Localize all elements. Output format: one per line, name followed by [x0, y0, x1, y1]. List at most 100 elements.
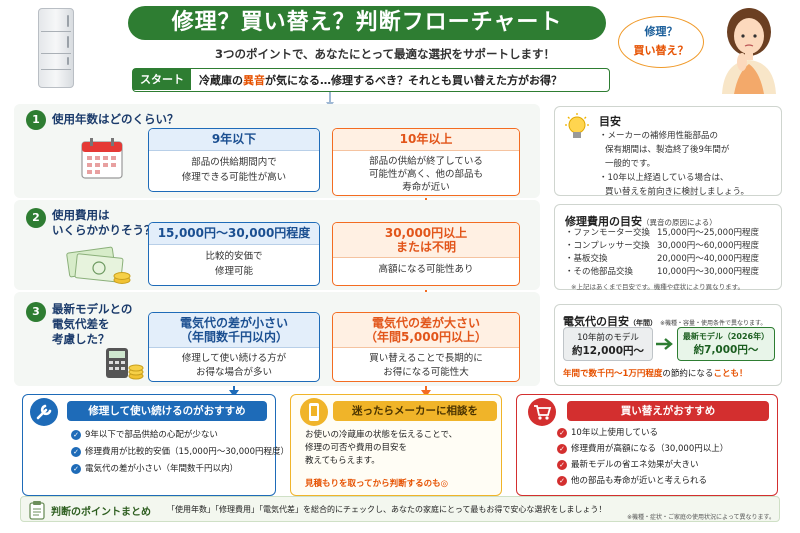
step2-left-box: 15,000円〜30,000円程度 比較的安価で修理可能: [148, 222, 320, 286]
step3-right-box: 電気代の差が大さい（年間5,000円以上） 買い替えることで長期的にお得になる可…: [332, 312, 520, 382]
step1-question: 使用年数はどのくらい？: [52, 112, 179, 126]
repair-card-item: ✓修理費用が比較的安価（15,000円〜30,000円程度）: [71, 446, 289, 459]
step3-right-body1: 買い替えることで長期的に: [369, 353, 483, 364]
electric-title-note: ※機種・容量・使用条件で異なります。: [660, 320, 767, 327]
guide-line5: 買い替えを前向きに検討しましょう。: [605, 187, 749, 197]
guide-line4: ・10年以上経過している場合は、: [599, 173, 729, 183]
repair-card-item: ✓9年以下で部品供給の心配が少ない: [71, 429, 271, 442]
summary-text: 「使用年数」「修理費用」「電気代差」を総合的にチェックし、あなたの家庭にとって最…: [167, 505, 607, 514]
consult-line1: お使いの冷蔵庫の状態を伝えることで、: [305, 430, 458, 440]
step3-right-title2: （年間5,000円以上）: [365, 330, 487, 344]
repair-card: 修理して使い続けるのがおすすめ ✓9年以下で部品供給の心配が少ない ✓修理費用が…: [22, 394, 289, 496]
start-question: 冷蔵庫の異音が気になる…修理するべき？それとも買い替えた方がお得？: [199, 72, 562, 88]
page-subtitle: 3つのポイントで、あなたにとって最適な選択をサポートします！: [214, 47, 556, 61]
bulb-icon: [565, 113, 589, 138]
electric-saving: 年間で数千円〜1万円程度の節約になることも！: [563, 367, 747, 379]
bubble-line1: 修理？: [644, 25, 678, 38]
step3-question-line1: 最新モデルとの: [52, 302, 133, 316]
replace-card-item: ✓10年以上使用している: [557, 427, 773, 440]
electric-title: 電気代の目安: [563, 315, 629, 328]
replace-card-item: ✓最新モデルの省エネ効果が大きい: [557, 459, 773, 472]
calculator-icon: [106, 348, 144, 380]
step2-question-line2: いくらかかりそう？: [52, 223, 156, 237]
start-text-emphasis: 異音: [243, 74, 265, 87]
replace-card-item: ✓修理費用が高額になる（30,000円以上）: [557, 443, 773, 456]
step3-left-title2: （年間数千円以内）: [179, 330, 288, 344]
woman-illustration: [722, 8, 776, 94]
speech-bubble: 修理？ 買い替え？: [618, 16, 704, 68]
step1-number: 1: [26, 110, 46, 130]
step3-right-body2: お得になる可能性大: [383, 367, 469, 378]
check-icon: ✓: [557, 460, 567, 470]
new-model-value: 約7,000円〜: [693, 344, 759, 356]
check-icon: ✓: [557, 444, 567, 454]
check-icon: ✓: [557, 428, 567, 438]
new-model-label: 最新モデル（2026年）: [682, 332, 770, 341]
step2-question: 使用費用はいくらかかりそう？: [52, 208, 156, 238]
phone-icon: [300, 398, 328, 426]
old-model-value: 約12,000円〜: [571, 345, 645, 357]
step3-left-body2: お得な場合が多い: [195, 367, 272, 378]
step1-left-body1: 部品の供給期間内で: [191, 157, 277, 168]
start-text-after: が気になる…修理するべき？それとも買い替えた方がお得？: [265, 74, 562, 87]
electric-saving-end: ことも！: [713, 369, 748, 379]
guide-line3: 一般的です。: [605, 159, 656, 169]
check-icon: ✓: [71, 430, 81, 440]
step2-right-title: 30,000円以上: [384, 226, 468, 240]
repair-cost-title: 修理費用の目安: [565, 215, 642, 228]
electric-panel: 電気代の目安（年間）※機種・容量・使用条件で異なります。 10年前のモデル 約1…: [554, 304, 782, 386]
repair-card-item: ✓電気代の差が小さい（年間数千円以内）: [71, 463, 271, 476]
repair-card-title: 修理して使い続けるのがおすすめ: [67, 401, 267, 421]
old-model-box: 10年前のモデル 約12,000円〜: [563, 327, 653, 361]
step2-left-title: 15,000円〜30,000円程度: [149, 223, 319, 245]
step1-right-body2: 可能性が高く、他の部品も: [368, 169, 483, 180]
step1-left-box: 9年以下 部品の供給期間内で修理できる可能性が高い: [148, 128, 320, 192]
start-bar: スタート 冷蔵庫の異音が気になる…修理するべき？それとも買い替えた方がお得？: [132, 68, 610, 92]
electric-saving-mid: の節約になる: [662, 369, 714, 379]
consult-card-title: 迷ったらメーカーに相談を: [333, 401, 497, 421]
check-icon: ✓: [71, 447, 81, 457]
step1-right-body3: 寿命が近い: [402, 182, 450, 193]
replace-card: 買い替えがおすすめ ✓10年以上使用している ✓修理費用が高額になる（30,00…: [516, 394, 778, 496]
new-model-box: 最新モデル（2026年） 約7,000円〜: [677, 327, 775, 361]
step2-right-body1: 高額になる可能性あり: [378, 264, 474, 275]
step1-left-body2: 修理できる可能性が高い: [181, 172, 287, 183]
step1-left-title: 9年以下: [149, 129, 319, 151]
replace-card-title: 買い替えがおすすめ: [567, 401, 769, 421]
consult-card-text: お使いの冷蔵庫の状態を伝えることで、 修理の可否や費用の目安を 教えてもらえます…: [305, 429, 457, 468]
repair-cost-title-note: （異音の原因による）: [642, 218, 717, 227]
consult-card: 迷ったらメーカーに相談を お使いの冷蔵庫の状態を伝えることで、 修理の可否や費用…: [290, 394, 502, 496]
step3-question-line3: 考慮した？: [52, 332, 110, 346]
guide-panel: 目安 ・メーカーの補修用性能部品の 保有期間は、製造終了後9年間が 一般的です。…: [554, 106, 782, 199]
guide-text: ・メーカーの補修用性能部品の 保有期間は、製造終了後9年間が 一般的です。 ・1…: [599, 129, 781, 199]
old-model-label: 10年前のモデル: [577, 333, 639, 343]
page-title: 修理？買い替え？判断フローチャート: [128, 6, 606, 40]
replace-card-list: ✓10年以上使用している ✓修理費用が高額になる（30,000円以上） ✓最新モ…: [557, 427, 773, 491]
check-icon: ✓: [71, 464, 81, 474]
cart-icon: [528, 398, 556, 426]
check-icon: ✓: [557, 476, 567, 486]
start-label: スタート: [133, 69, 191, 90]
step3-left-body1: 修理して使い続ける方が: [181, 353, 287, 364]
repair-card-list: ✓9年以下で部品供給の心配が少ない ✓修理費用が比較的安価（15,000円〜30…: [71, 429, 289, 480]
repair-cost-note: ※上記はあくまで目安です。機種や症状により異なります。: [571, 283, 745, 291]
start-text-before: 冷蔵庫の: [199, 74, 243, 87]
step3-number: 3: [26, 302, 46, 322]
electric-title-tag: （年間）: [629, 319, 657, 327]
summary-note: ※機種・症状・ご家庭の使用状況によって異なります。: [627, 514, 775, 521]
step3-left-title: 電気代の差が小さい: [179, 316, 288, 330]
step3-question-line2: 電気代差を: [52, 317, 110, 331]
arrow-right-icon: [656, 338, 673, 350]
step2-right-title2: または不明: [395, 240, 456, 254]
replace-card-item: ✓他の部品も寿命が近いと考えられる: [557, 475, 773, 488]
step2-question-line1: 使用費用は: [52, 208, 110, 222]
step3-left-box: 電気代の差が小さい（年間数千円以内） 修理して使い続ける方がお得な場合が多い: [148, 312, 320, 382]
guide-line1: ・メーカーの補修用性能部品の: [599, 131, 719, 141]
consult-line3: 教えてもらえます。: [305, 456, 380, 466]
step1-right-title: 10年以上: [333, 129, 519, 151]
